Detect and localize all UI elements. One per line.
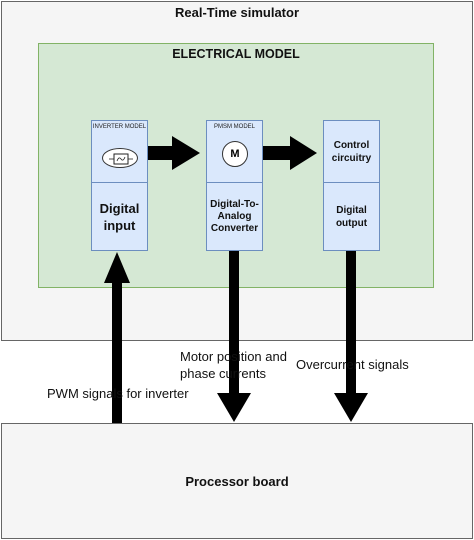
arrow-inverter-to-pmsm bbox=[148, 136, 200, 170]
arrow-pwm-up bbox=[104, 252, 130, 423]
digital-output-block: Digital output bbox=[323, 183, 380, 251]
dac-label: Digital-To-Analog Converter bbox=[210, 198, 259, 234]
processor-board-title: Processor board bbox=[185, 474, 289, 489]
pwm-signal-label: PWM signals for inverter bbox=[47, 386, 189, 401]
arrow-pmsm-to-control bbox=[263, 136, 317, 170]
inverter-symbol-icon bbox=[102, 148, 138, 168]
overcurrent-signal-label: Overcurrent signals bbox=[296, 357, 409, 372]
control-circuitry-block: Control circuitry bbox=[323, 120, 380, 183]
motor-symbol: M bbox=[230, 148, 240, 160]
motor-signal-label: Motor position and phase currents bbox=[180, 349, 287, 381]
dac-block: Digital-To-Analog Converter bbox=[206, 183, 263, 251]
simulator-title: Real-Time simulator bbox=[174, 5, 300, 20]
pmsm-model-block: PMSM MODEL M bbox=[206, 120, 263, 183]
processor-board-box bbox=[1, 423, 473, 539]
inverter-model-block: INVERTER MODEL bbox=[91, 120, 148, 183]
arrow-motor-down bbox=[217, 251, 251, 422]
inverter-model-caption: INVERTER MODEL bbox=[92, 124, 147, 130]
digital-output-label: Digital output bbox=[335, 204, 368, 229]
motor-icon: M bbox=[222, 141, 248, 167]
digital-input-block: Digital input bbox=[91, 183, 148, 251]
pmsm-model-caption: PMSM MODEL bbox=[213, 124, 255, 130]
electrical-model-title: ELECTRICAL MODEL bbox=[172, 47, 300, 61]
arrow-overcurrent-down bbox=[334, 251, 368, 422]
control-circuitry-label: Control circuitry bbox=[331, 139, 372, 164]
digital-input-label: Digital input bbox=[99, 200, 140, 233]
